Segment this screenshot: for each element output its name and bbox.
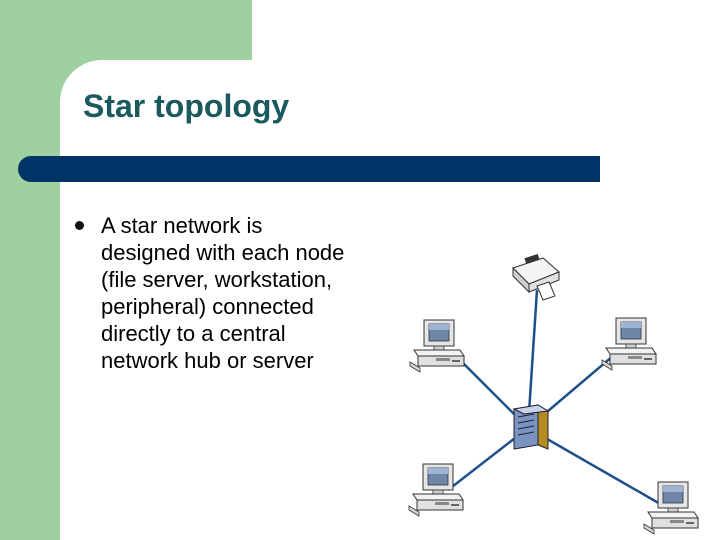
server-hub-icon (512, 404, 550, 450)
workstation-bottom-left-icon (408, 463, 464, 517)
bullet-text: A star network is designed with each nod… (101, 213, 345, 373)
content-panel (60, 60, 720, 540)
slide-title: Star topology (83, 88, 290, 124)
workstation-bottom-right-icon (643, 481, 699, 535)
printer-top-icon (512, 253, 560, 301)
bullet-icon (75, 221, 84, 230)
workstation-top-left-icon (409, 319, 465, 373)
title-underline-bar (18, 156, 600, 182)
workstation-top-right-icon (601, 317, 657, 371)
